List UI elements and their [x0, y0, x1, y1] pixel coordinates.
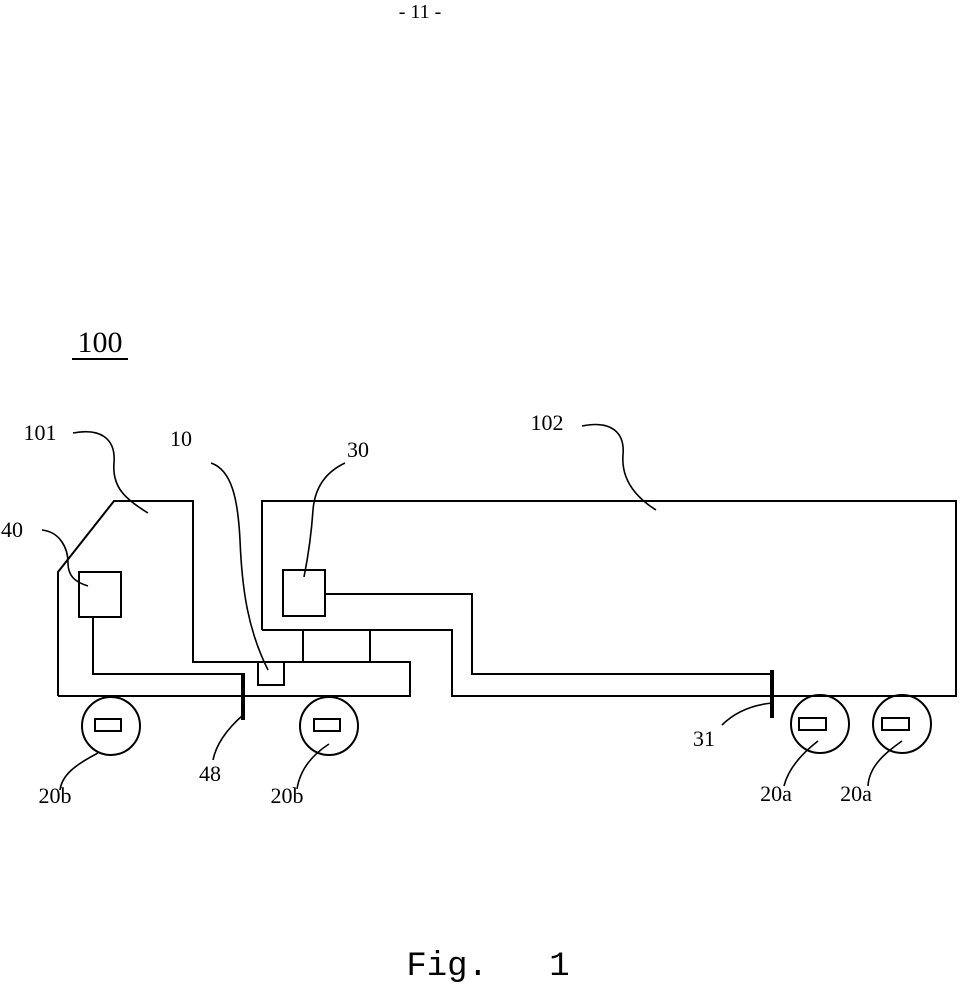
unit-30-wire — [325, 593, 772, 675]
leader-31 — [721, 702, 773, 726]
leader-20a-front — [783, 740, 819, 787]
coupling-block — [302, 629, 371, 663]
leader-101 — [72, 431, 149, 514]
wheel-20b-front — [81, 696, 141, 756]
wheel-20b-rear — [299, 696, 359, 756]
trailer-outline — [261, 500, 957, 697]
unit-10-box — [257, 661, 285, 686]
figure-caption: Fig. 1 — [406, 948, 569, 984]
unit-40-wire — [92, 617, 243, 675]
label-40: 40 — [1, 517, 23, 542]
label-31: 31 — [693, 726, 715, 751]
figure-title: 100 — [78, 326, 123, 359]
leader-20b-rear — [296, 743, 330, 790]
label-20a-front: 20a — [760, 781, 792, 806]
leader-10 — [210, 462, 269, 671]
label-20a-rear: 20a — [840, 781, 872, 806]
leader-20b-front — [59, 752, 99, 791]
label-10: 10 — [170, 426, 192, 451]
label-48: 48 — [199, 761, 221, 786]
leader-48 — [212, 714, 244, 761]
label-20b-rear: 20b — [271, 783, 304, 808]
tractor-cab-outline — [57, 500, 411, 697]
leader-102 — [581, 423, 657, 511]
page-number: - 11 - — [399, 1, 442, 23]
wheel-20a-rear — [872, 694, 932, 754]
leader-20a-rear — [867, 740, 903, 787]
leader-30 — [303, 462, 346, 578]
label-101: 101 — [24, 420, 57, 445]
leader-40 — [41, 529, 89, 587]
wheel-20a-front — [790, 694, 850, 754]
label-30: 30 — [347, 437, 369, 462]
unit-40-box — [78, 571, 122, 618]
label-20b-front: 20b — [39, 783, 72, 808]
label-102: 102 — [531, 410, 564, 435]
